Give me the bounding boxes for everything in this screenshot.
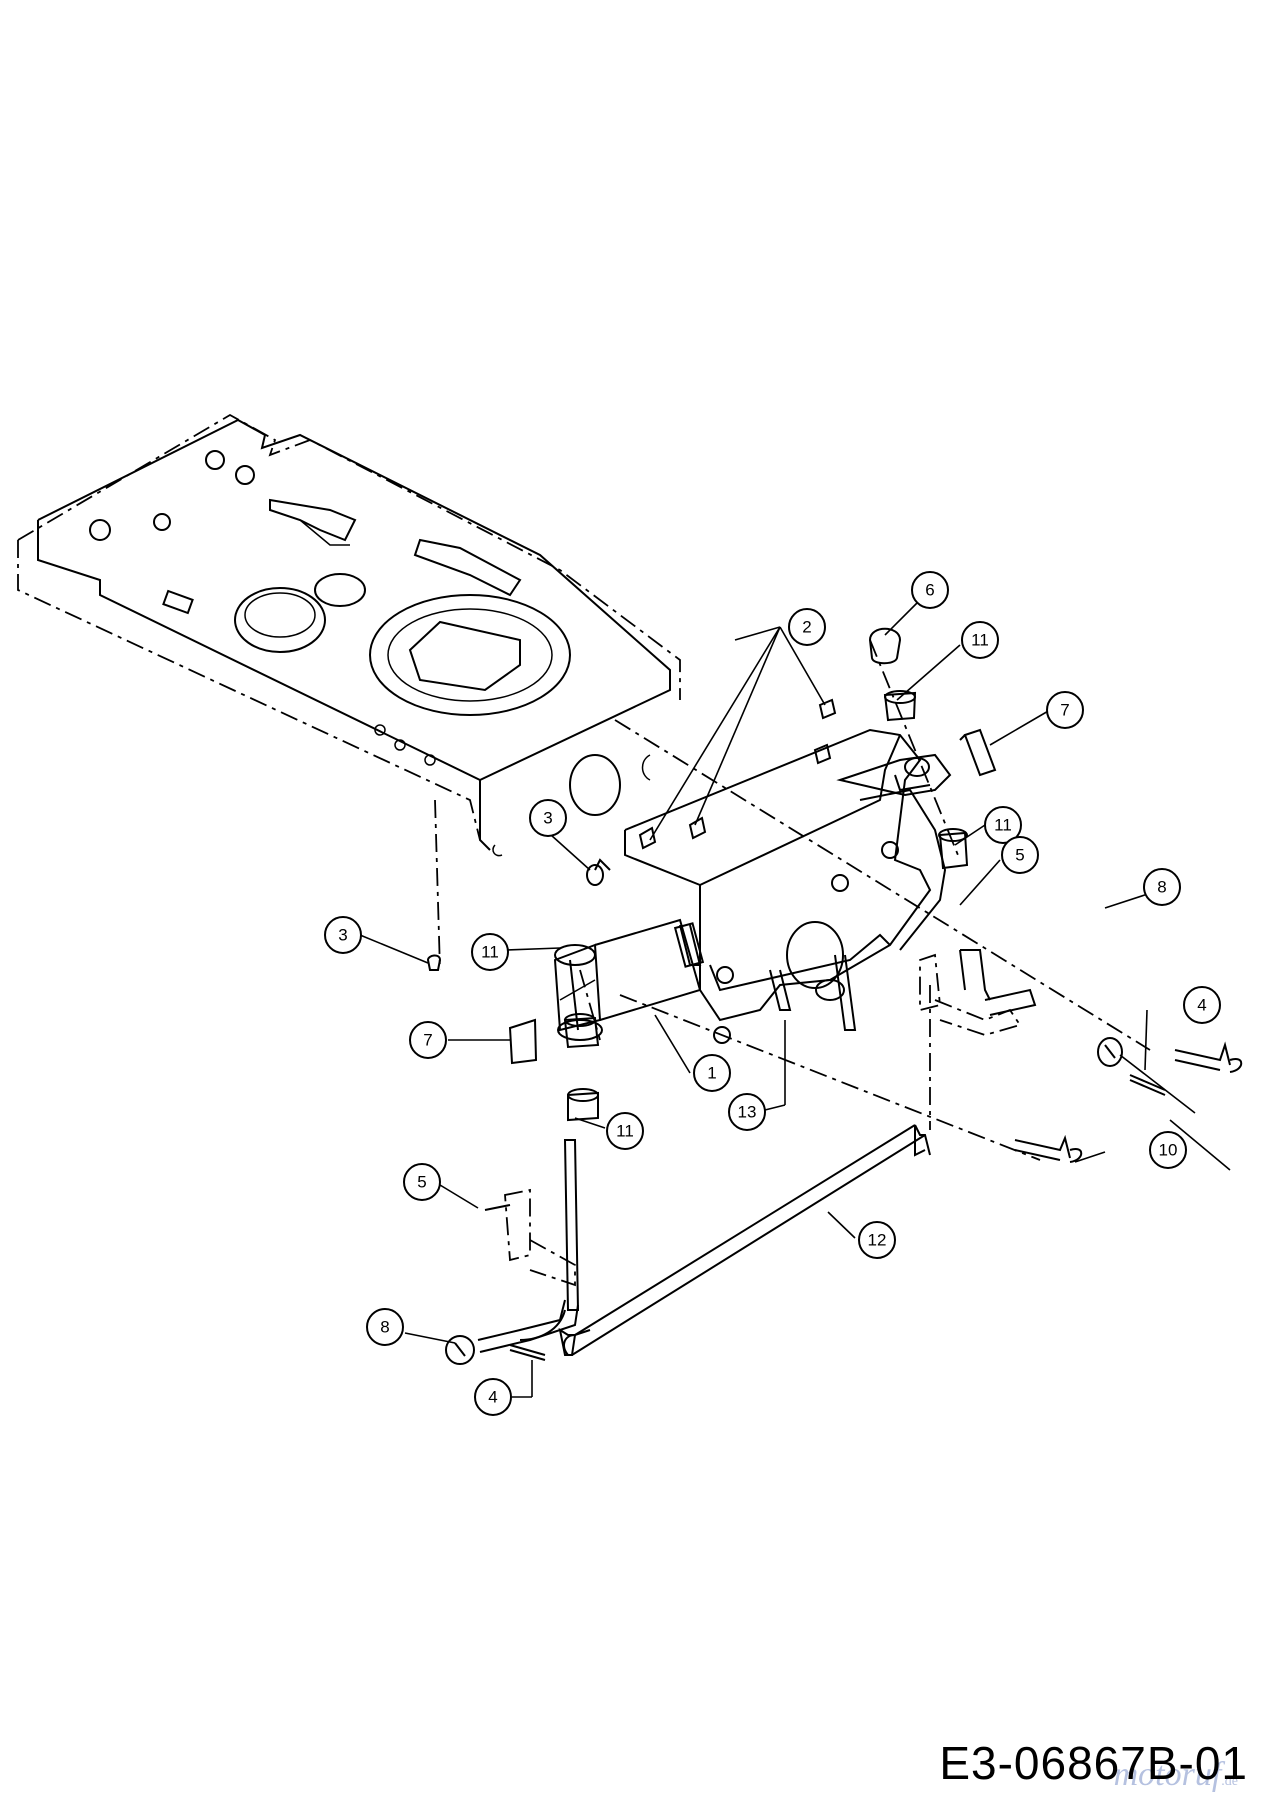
assembly-axis-lines (434, 639, 1151, 1161)
callout-11-right[interactable]: 11 (984, 806, 1022, 844)
svg-text:12: 12 (868, 1231, 887, 1250)
callout-7-left[interactable]: 7 (409, 1021, 447, 1059)
callout-4-left[interactable]: 4 (474, 1378, 512, 1416)
callout-8-left[interactable]: 8 (366, 1308, 404, 1346)
svg-text:11: 11 (481, 943, 499, 962)
callout-12[interactable]: 12 (858, 1221, 896, 1259)
callout-5-left[interactable]: 5 (403, 1163, 441, 1201)
svg-text:4: 4 (488, 1388, 497, 1407)
callout-10[interactable]: 10 (1149, 1131, 1187, 1169)
callout-3-lower[interactable]: 3 (324, 916, 362, 954)
svg-text:3: 3 (338, 926, 347, 945)
chassis-frame (17, 413, 681, 857)
callout-8-right[interactable]: 8 (1143, 868, 1181, 906)
callout-11-top[interactable]: 11 (961, 621, 999, 659)
callout-7-right[interactable]: 7 (1046, 691, 1084, 729)
svg-text:2: 2 (802, 618, 811, 637)
svg-text:6: 6 (925, 581, 934, 600)
svg-text:8: 8 (1157, 878, 1166, 897)
svg-text:11: 11 (994, 816, 1012, 835)
callout-3-upper[interactable]: 3 (529, 799, 567, 837)
svg-text:1: 1 (707, 1064, 716, 1083)
axle-assembly (553, 728, 952, 1044)
callout-5-right[interactable]: 5 (1001, 836, 1039, 874)
svg-text:5: 5 (1015, 846, 1024, 865)
svg-text:11: 11 (971, 631, 989, 650)
callout-11-left[interactable]: 11 (471, 933, 509, 971)
svg-text:7: 7 (1060, 701, 1069, 720)
svg-text:11: 11 (616, 1122, 634, 1141)
small-parts (426, 627, 1243, 1365)
svg-text:13: 13 (738, 1103, 757, 1122)
drawing-code: E3-06867B-01 (939, 1737, 1248, 1789)
callout-1[interactable]: 1 (693, 1054, 731, 1092)
callout-6[interactable]: 6 (911, 571, 949, 609)
steering-linkage (477, 949, 1037, 1356)
svg-text:4: 4 (1197, 996, 1206, 1015)
callout-13[interactable]: 13 (728, 1093, 766, 1131)
callout-11-bottom[interactable]: 11 (606, 1112, 644, 1150)
callout-2[interactable]: 2 (788, 608, 826, 646)
svg-text:10: 10 (1159, 1141, 1178, 1160)
svg-text:8: 8 (380, 1318, 389, 1337)
svg-text:3: 3 (543, 809, 552, 828)
leader-lines (359, 599, 1231, 1398)
svg-text:7: 7 (423, 1031, 432, 1050)
brand-watermark: motoruf.de (1113, 1756, 1238, 1793)
callout-4-right[interactable]: 4 (1183, 986, 1221, 1024)
svg-text:5: 5 (417, 1173, 426, 1192)
